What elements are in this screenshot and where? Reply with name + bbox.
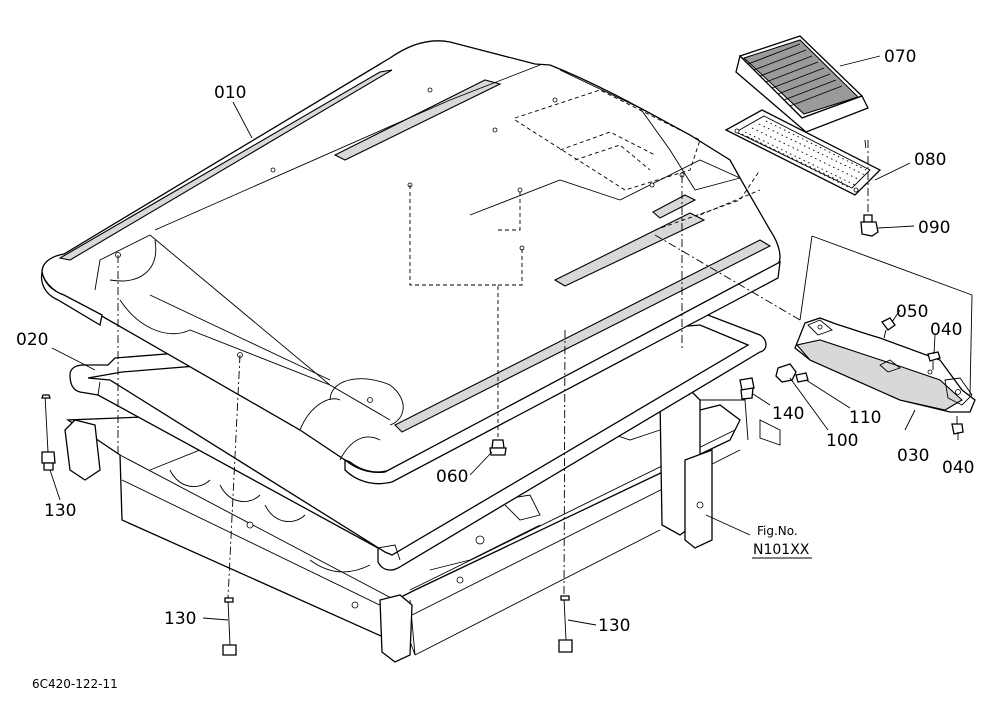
nut-060 bbox=[489, 439, 507, 456]
callout-130-left: 130 bbox=[44, 501, 76, 521]
callout-labels: 010 020 070 080 090 050 040 110 100 030 … bbox=[16, 47, 974, 691]
callout-070: 070 bbox=[884, 47, 916, 67]
callout-050: 050 bbox=[896, 302, 928, 322]
callout-090: 090 bbox=[918, 218, 950, 238]
long-bolt-center-right bbox=[558, 595, 573, 653]
filter-cover-plate bbox=[724, 109, 882, 196]
callout-040-bottom: 040 bbox=[942, 458, 974, 478]
callout-030: 030 bbox=[897, 446, 929, 466]
callout-leaders bbox=[49, 55, 959, 626]
callout-040-top: 040 bbox=[930, 320, 962, 340]
air-filter bbox=[735, 35, 869, 133]
roof-panel bbox=[40, 40, 781, 485]
figure-ref-line2: N101XX bbox=[753, 542, 810, 558]
callout-140: 140 bbox=[772, 404, 804, 424]
callout-130-right: 130 bbox=[598, 616, 630, 636]
callout-100: 100 bbox=[826, 431, 858, 451]
callout-110: 110 bbox=[849, 408, 881, 428]
callout-080: 080 bbox=[914, 150, 946, 170]
long-bolt-center-left bbox=[222, 597, 237, 656]
bolt-090 bbox=[860, 140, 879, 237]
assembly-guide-lines bbox=[117, 139, 867, 599]
mounting-bracket bbox=[775, 235, 976, 435]
figure-ref-line1: Fig.No. bbox=[757, 524, 798, 538]
callout-010: 010 bbox=[214, 83, 246, 103]
bolt-140 bbox=[739, 377, 755, 400]
drawing-code: 6C420-122-11 bbox=[32, 677, 118, 691]
callout-060: 060 bbox=[436, 467, 468, 487]
callout-130-center: 130 bbox=[164, 609, 196, 629]
long-bolt-left bbox=[41, 394, 56, 471]
callout-020: 020 bbox=[16, 330, 48, 350]
